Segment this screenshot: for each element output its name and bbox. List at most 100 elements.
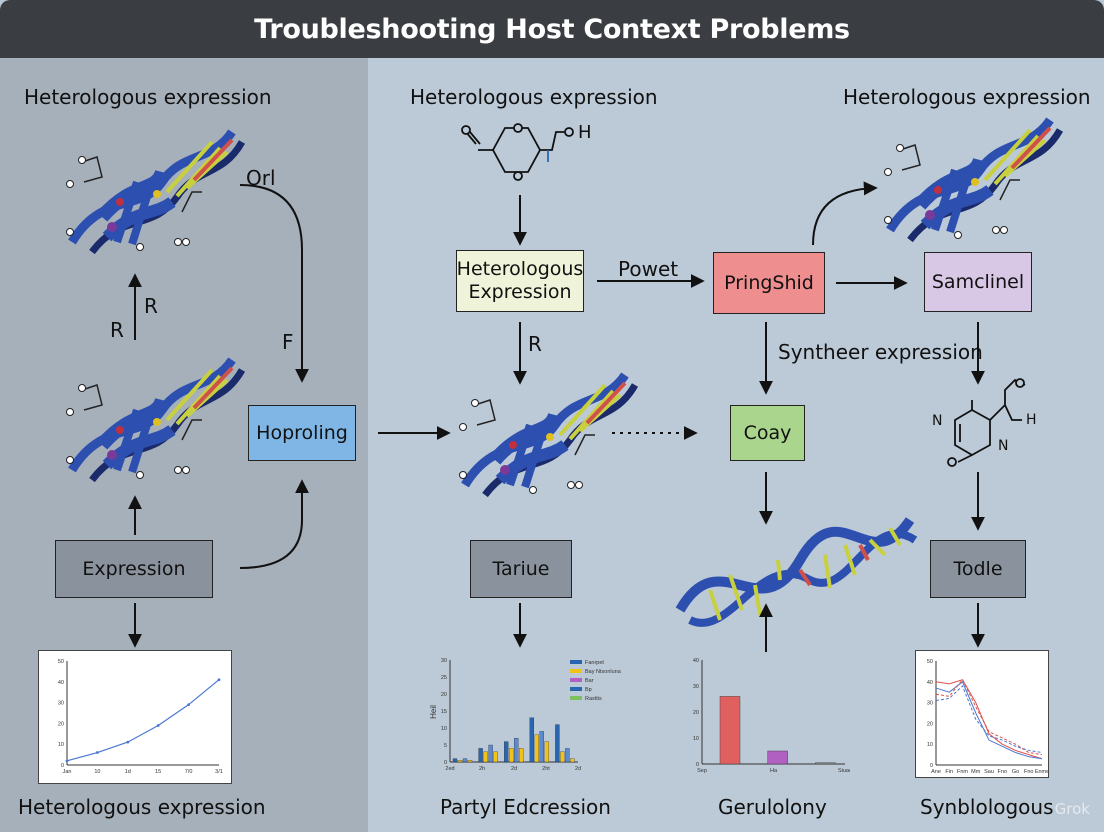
- y-tick-label: 40: [58, 680, 64, 686]
- y-tick-label: 0: [930, 763, 933, 769]
- bar: [565, 748, 570, 763]
- y-tick-label: 10: [58, 742, 64, 748]
- x-tick-label: Fno: [998, 769, 1007, 775]
- bar: [488, 744, 493, 763]
- y-tick-label: 25: [441, 675, 447, 681]
- bar: [767, 750, 788, 765]
- chart-simple-bars: SepHaSiuae010203040: [680, 652, 850, 774]
- molecule-n1-label: N: [932, 413, 943, 429]
- y-tick-label: 20: [927, 721, 933, 727]
- series-line: [66, 679, 220, 762]
- protein-dna-right-top: [885, 120, 1061, 240]
- y-tick-label: 30: [693, 684, 699, 690]
- bar: [514, 738, 519, 763]
- y-tick-label: 50: [58, 659, 64, 665]
- bar: [815, 762, 836, 765]
- data-point: [65, 759, 69, 763]
- x-tick-label: Ha: [770, 768, 778, 774]
- arrow-label-r-top: R: [144, 294, 158, 318]
- y-tick-label: 0: [444, 760, 447, 766]
- bar: [529, 717, 534, 763]
- x-tick-label: 1d: [125, 769, 131, 775]
- x-tick-label: 2d: [511, 766, 517, 772]
- y-tick-label: 40: [693, 658, 699, 664]
- legend-label: Bay Ntsonluna: [585, 669, 622, 675]
- y-tick-label: 40: [927, 680, 933, 686]
- box-line-1: Heterologous: [456, 258, 584, 281]
- y-tick-label: 10: [927, 742, 933, 748]
- y-tick-label: 5: [444, 743, 447, 749]
- right-top-label: Heterologous expression: [843, 85, 1091, 109]
- diagram-title: Troubleshooting Host Context Problems: [254, 13, 850, 45]
- data-point: [187, 703, 191, 707]
- protein-dna-middle: [460, 375, 636, 495]
- series-line: [935, 678, 1043, 756]
- middle-top-label: Heterologous expression: [410, 85, 658, 109]
- hoproling-box-label: Hoproling: [256, 421, 348, 444]
- middle-bottom-label: Partyl Edcression: [440, 795, 611, 819]
- protein-dna-left-mid: [67, 360, 243, 480]
- todle-box-label: Todle: [953, 557, 1003, 580]
- x-tick-label: 2ht: [542, 766, 550, 772]
- coay-box-label: Coay: [743, 421, 792, 444]
- y-tick-label: 10: [441, 726, 447, 732]
- hoproling-box[interactable]: Hoproling: [248, 405, 356, 461]
- curve-label-f: F: [282, 330, 294, 354]
- x-tick-label: Sep: [697, 768, 707, 774]
- legend-swatch: [570, 678, 582, 682]
- bar: [504, 741, 509, 763]
- bar: [452, 758, 458, 763]
- data-point: [156, 724, 160, 727]
- title-bar: Troubleshooting Host Context Problems: [0, 0, 1104, 58]
- legend-label: Rasttis: [585, 696, 602, 702]
- arrow-label-r-side: R: [110, 318, 124, 342]
- bar: [534, 734, 539, 763]
- todle-box[interactable]: Todle: [930, 540, 1026, 598]
- right-bottom-label: Synblologous: [920, 795, 1054, 819]
- coay-box[interactable]: Coay: [730, 405, 805, 461]
- x-tick-label: 2ed: [445, 766, 454, 772]
- x-tick-label: Ane: [931, 769, 941, 775]
- protein-dna-left-top: [67, 132, 243, 252]
- y-axis-label: Heil: [429, 705, 438, 719]
- data-point: [96, 751, 99, 754]
- y-tick-label: 0: [696, 762, 699, 768]
- molecule-h-right-label: H: [1026, 412, 1037, 428]
- chart-simple-bars-svg: SepHaSiuae010203040: [693, 658, 850, 774]
- left-bottom-label: Heterologous expression: [18, 795, 266, 819]
- left-top-label: Heterologous expression: [24, 85, 272, 109]
- bar: [478, 748, 483, 763]
- x-tick-label: Jan: [63, 769, 72, 775]
- legend-label: Bar: [585, 678, 594, 684]
- arrow-label-syntheer: Syntheer expression: [778, 340, 983, 364]
- tariue-box[interactable]: Tariue: [470, 540, 572, 598]
- y-tick-label: 15: [441, 709, 447, 715]
- expression-box[interactable]: Expression: [55, 540, 213, 598]
- curve-label-orl: Orl: [246, 166, 276, 190]
- x-tick-label: Sau: [984, 769, 994, 775]
- y-tick-label: 30: [58, 701, 64, 707]
- y-tick-label: 30: [441, 658, 447, 664]
- y-tick-label: 20: [693, 710, 699, 716]
- bar: [462, 758, 468, 763]
- x-tick-label: Mm: [971, 769, 981, 775]
- data-point: [126, 740, 130, 744]
- bar: [544, 741, 549, 763]
- bar: [539, 731, 544, 763]
- x-tick-label: 3/1: [215, 769, 223, 775]
- box-line-2: Expression: [468, 281, 572, 303]
- arrow-label-r-middle: R: [528, 332, 542, 356]
- x-tick-label: 7/0: [185, 769, 193, 775]
- samclinel-box[interactable]: Samclinel: [924, 252, 1032, 312]
- x-tick-label: Siuae: [838, 768, 850, 774]
- bar: [719, 696, 741, 765]
- samclinel-box-label: Samclinel: [931, 270, 1025, 293]
- pringshid-box[interactable]: PringShid: [713, 252, 825, 314]
